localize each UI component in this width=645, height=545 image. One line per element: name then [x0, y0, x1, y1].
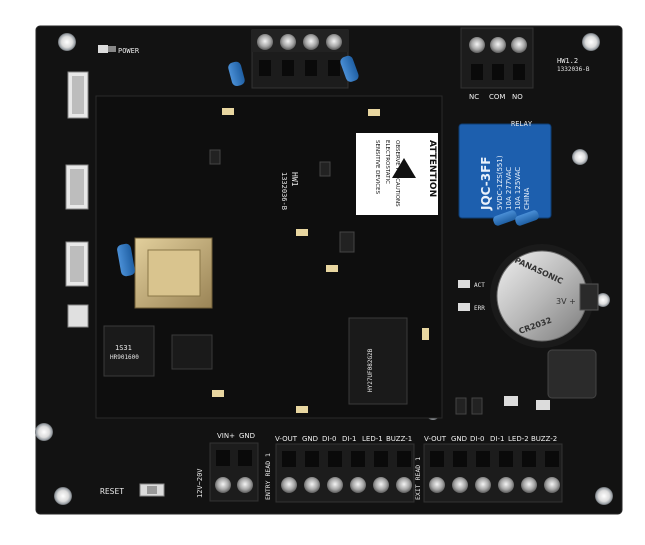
- reset-label: RESET: [100, 487, 124, 496]
- magnetics-chip: [103, 325, 155, 377]
- misc-smd: [455, 396, 550, 415]
- power-gnd-label: GND: [239, 432, 255, 440]
- main-module: 1S31 HR901600 HY27UF082G2B ATTENTION OBS…: [95, 95, 443, 419]
- reader2-side-label: EXIT READ 1: [414, 457, 422, 500]
- status-leds: ACT ERR: [458, 280, 485, 312]
- svg-text:HY27UF082G2B: HY27UF082G2B: [367, 348, 374, 392]
- reader2-buzz-label: BUZZ-2: [531, 435, 557, 443]
- left-connectors: [65, 71, 89, 328]
- svg-text:1S31: 1S31: [115, 344, 132, 352]
- reader2-vout-label: V-OUT: [424, 435, 447, 443]
- power-range-label: 12V~20V: [196, 468, 204, 498]
- power-indicator: POWER: [98, 45, 140, 55]
- module-capacitor: [117, 243, 135, 277]
- relay-com-label: COM: [489, 93, 505, 101]
- led-err-label: ERR: [474, 305, 485, 312]
- reader2-di0-label: DI-0: [470, 435, 484, 443]
- module-model-top: HW1: [290, 172, 299, 187]
- coin-battery: PANASONIC CR2032 3V +: [490, 244, 599, 348]
- led-act-label: ACT: [474, 282, 485, 289]
- reader2-terminal-block: [423, 443, 563, 503]
- reset-switch: RESET: [100, 483, 165, 497]
- bottom-terminal-labels: VIN+ GND V-OUT GND DI-0 DI-1 LED-1 BUZZ-…: [217, 432, 557, 443]
- svg-text:HR901600: HR901600: [110, 354, 139, 361]
- relay-spec-3: 10A 125VAC: [514, 167, 522, 210]
- esd-warning-icon: [392, 158, 416, 178]
- warning-line-2: ELECTROSTATIC: [384, 140, 390, 184]
- reader1-side-label: ENTRY READ 1: [264, 453, 272, 500]
- reader1-buzz-label: BUZZ-1: [386, 435, 412, 443]
- relay-spec-2: 10A 277VAC: [505, 167, 513, 210]
- relay-spec-4: CHINA: [523, 188, 531, 210]
- relay-terminal-labels: NC COM NO: [469, 93, 523, 101]
- relay: RELAY JQC-3FF 5VDC-1ZS(551) 10A 277VAC 1…: [458, 120, 552, 219]
- reader1-terminal-block: [275, 443, 415, 503]
- phy-chip: [171, 334, 213, 370]
- board-model-top: HW1.2: [557, 57, 578, 65]
- reader1-led-label: LED-1: [362, 435, 383, 443]
- reader2-di1-label: DI-1: [490, 435, 504, 443]
- warning-line-3: SENSITIVE DEVICES: [374, 140, 380, 195]
- flash-chip: [348, 317, 408, 405]
- relay-brand: JQC-3FF: [479, 157, 493, 211]
- board-model-bottom: 1332036-B: [557, 66, 590, 73]
- relay-terminal-block: [460, 27, 534, 89]
- power-label: POWER: [118, 47, 140, 55]
- warning-title: ATTENTION: [427, 140, 437, 197]
- relay-nc-label: NC: [469, 93, 479, 101]
- reader2-led-label: LED-2: [508, 435, 529, 443]
- battery-polarity: 3V +: [556, 297, 576, 306]
- relay-label: RELAY: [511, 120, 533, 128]
- module-model-bottom: 1332036-B: [280, 172, 288, 210]
- reader1-vout-label: V-OUT: [275, 435, 298, 443]
- reader1-di0-label: DI-0: [322, 435, 336, 443]
- power-vin-label: VIN+: [217, 432, 235, 440]
- reader1-di1-label: DI-1: [342, 435, 356, 443]
- buzzer: [547, 349, 597, 399]
- power-terminal-block: [209, 442, 259, 502]
- relay-no-label: NO: [512, 93, 523, 101]
- relay-spec-1: 5VDC-1ZS(551): [496, 155, 504, 210]
- relay-capacitors: [493, 210, 539, 226]
- top-terminal-block: [251, 29, 349, 89]
- capacitors-top: [228, 55, 359, 87]
- reader1-gnd-label: GND: [302, 435, 318, 443]
- reader2-gnd-label: GND: [451, 435, 467, 443]
